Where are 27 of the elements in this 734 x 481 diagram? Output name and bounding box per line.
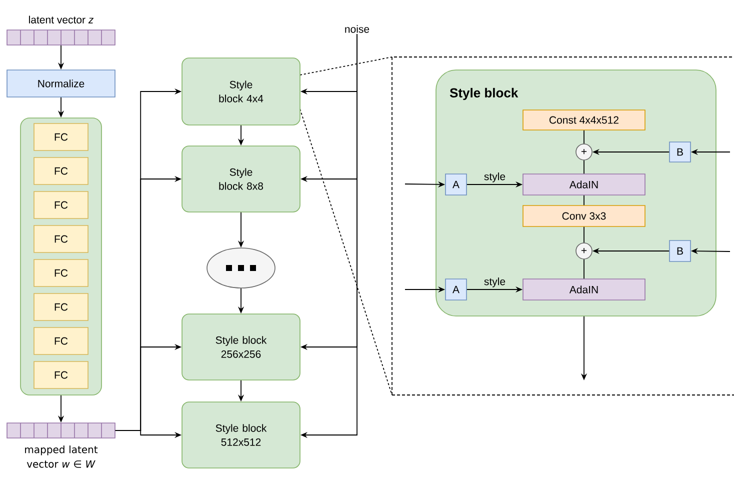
process-box: Normalize bbox=[6, 70, 116, 98]
adain-box: AdaIN bbox=[522, 174, 646, 196]
a-box: A bbox=[445, 174, 467, 196]
const-box: Const 4x4x512 bbox=[522, 110, 646, 130]
ellipsis-oval bbox=[206, 248, 276, 288]
style-block: Style block 256x256 bbox=[182, 314, 300, 380]
fc-box: FC bbox=[34, 157, 88, 185]
conv-box: Conv 3x3 bbox=[522, 205, 646, 227]
edge-label: style bbox=[482, 172, 507, 184]
style-block: Style block 512x512 bbox=[182, 402, 300, 468]
fc-box: FC bbox=[34, 191, 88, 219]
vector-label: latent vector z bbox=[29, 16, 94, 24]
style-block: Style block 8x8 bbox=[182, 146, 300, 212]
adain-box: AdaIN bbox=[522, 278, 646, 300]
fc-box: FC bbox=[34, 361, 88, 389]
a-box: A bbox=[445, 278, 467, 300]
b-box: B bbox=[669, 142, 691, 162]
style-block: Style block 4x4 bbox=[182, 58, 300, 126]
vector-label: mapped latent vector w ∈ W bbox=[25, 446, 98, 468]
fc-box: FC bbox=[34, 293, 88, 321]
noise-label: noise bbox=[345, 25, 370, 33]
b-box: B bbox=[669, 240, 691, 262]
edge-label: style bbox=[482, 276, 507, 288]
fc-box: FC bbox=[34, 225, 88, 253]
fc-box: FC bbox=[34, 327, 88, 355]
fc-box: FC bbox=[34, 123, 88, 151]
fc-box: FC bbox=[34, 259, 88, 287]
